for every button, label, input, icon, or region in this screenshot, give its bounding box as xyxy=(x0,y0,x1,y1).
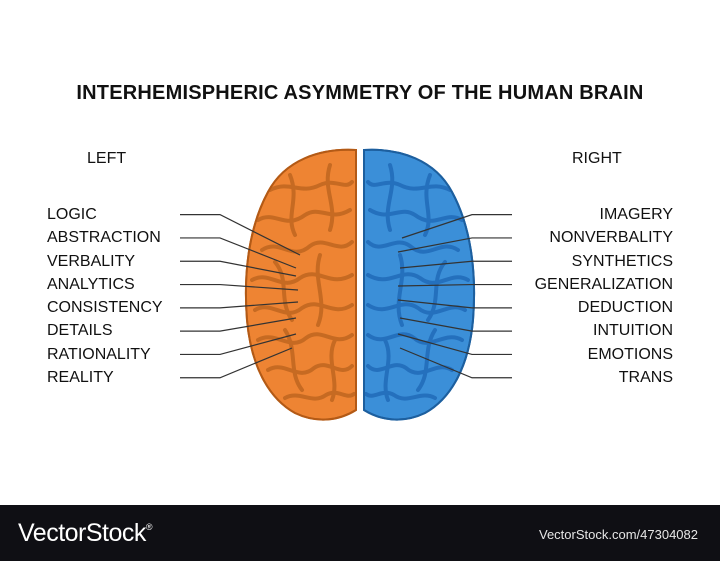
left-function-label: VERBALITY xyxy=(47,252,136,270)
left-function-label: REALITY xyxy=(47,369,114,387)
left-hemisphere xyxy=(244,148,357,421)
left-function-label: ABSTRACTION xyxy=(47,229,161,247)
right-function-list: IMAGERY NONVERBALITY SYNTHETICS GENERALIZAT… xyxy=(535,203,673,389)
left-leader-line xyxy=(180,214,301,256)
right-function-label: INTUITION xyxy=(593,322,673,340)
left-function-label: ANALYTICS xyxy=(47,275,135,293)
brain-illustration xyxy=(180,148,512,421)
left-leader-line xyxy=(180,301,299,309)
right-leader-line xyxy=(399,347,512,379)
right-function-label: NONVERBALITY xyxy=(549,229,673,247)
left-leader-line xyxy=(180,333,297,356)
right-function-label: DEDUCTION xyxy=(577,299,673,317)
right-function-label: SYNTHETICS xyxy=(571,252,673,270)
right-leader-line xyxy=(399,317,512,332)
leader-lines xyxy=(180,214,512,379)
left-function-label: LOGIC xyxy=(47,206,97,223)
right-leader-line xyxy=(397,283,512,287)
left-function-label: RATIONALITY xyxy=(47,345,151,363)
left-leader-line xyxy=(180,237,297,269)
left-leader-line xyxy=(180,260,297,277)
left-leader-line xyxy=(180,347,293,379)
left-leader-line xyxy=(180,317,297,332)
right-leader-line xyxy=(397,299,512,309)
image-url[interactable]: VectorStock.com/47304082 xyxy=(539,527,698,542)
right-function-label: EMOTIONS xyxy=(587,345,673,363)
right-leader-line xyxy=(397,333,512,356)
diagram-canvas: INTERHEMISPHERIC ASYMMETRY OF THE HUMAN … xyxy=(47,82,673,421)
right-gyri xyxy=(364,163,470,402)
logo-text: VectorStock xyxy=(18,519,146,547)
right-hemisphere-header: RIGHT xyxy=(572,150,622,167)
footer-bar: VectorStock® VectorStock.com/47304082 xyxy=(0,505,720,561)
right-leader-line xyxy=(399,260,512,269)
right-function-label: GENERALIZATION xyxy=(534,275,673,293)
vectorstock-logo[interactable]: VectorStock® xyxy=(18,519,153,548)
right-function-label: IMAGERY xyxy=(599,206,674,223)
left-gyri xyxy=(250,163,356,402)
right-leader-line xyxy=(401,214,512,239)
right-hemisphere xyxy=(363,148,476,421)
diagram-title: INTERHEMISPHERIC ASYMMETRY OF THE HUMAN … xyxy=(76,82,644,104)
left-function-label: DETAILS xyxy=(47,322,113,340)
left-leader-line xyxy=(180,283,299,291)
left-function-label: CONSISTENCY xyxy=(47,299,163,317)
left-function-list: LOGIC ABSTRACTION VERBALITY ANALYTICS CONSIS… xyxy=(47,203,163,389)
right-function-label: TRANS xyxy=(618,369,673,387)
right-leader-line xyxy=(397,237,512,253)
left-hemisphere-header: LEFT xyxy=(87,150,127,167)
registered-mark: ® xyxy=(145,522,153,532)
